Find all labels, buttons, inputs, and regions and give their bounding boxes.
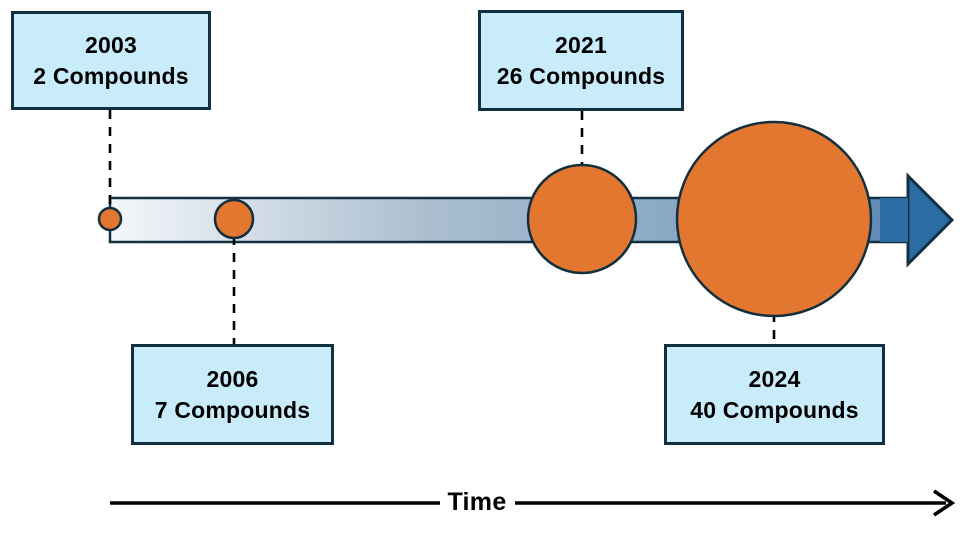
timeline-arrow-head xyxy=(906,172,955,268)
milestone-marker-2021[interactable] xyxy=(526,163,638,275)
milestone-marker-2024[interactable] xyxy=(675,120,873,318)
milestone-label-2024[interactable]: 2024 40 Compounds xyxy=(664,344,885,445)
time-axis-label: Time xyxy=(447,488,507,516)
milestone-compounds-2006: 7 Compounds xyxy=(154,396,311,423)
time-axis-arrow-icon xyxy=(933,489,956,517)
milestone-marker-2003[interactable] xyxy=(97,206,123,232)
timeline-arrow-neck xyxy=(880,198,908,242)
milestone-compounds-2021: 26 Compounds xyxy=(496,62,666,89)
milestone-compounds-2024: 40 Compounds xyxy=(690,396,859,423)
milestone-year-2024: 2024 xyxy=(748,366,801,393)
milestone-compounds-2003: 2 Compounds xyxy=(33,62,189,89)
milestone-label-2021[interactable]: 2021 26 Compounds xyxy=(478,10,684,111)
milestone-year-2021: 2021 xyxy=(555,32,607,59)
milestone-year-2003: 2003 xyxy=(85,32,137,59)
milestone-marker-2006[interactable] xyxy=(213,198,255,240)
milestone-label-2003[interactable]: 2003 2 Compounds xyxy=(11,11,211,110)
milestone-label-2006[interactable]: 2006 7 Compounds xyxy=(131,344,334,445)
milestone-year-2006: 2006 xyxy=(206,366,259,393)
